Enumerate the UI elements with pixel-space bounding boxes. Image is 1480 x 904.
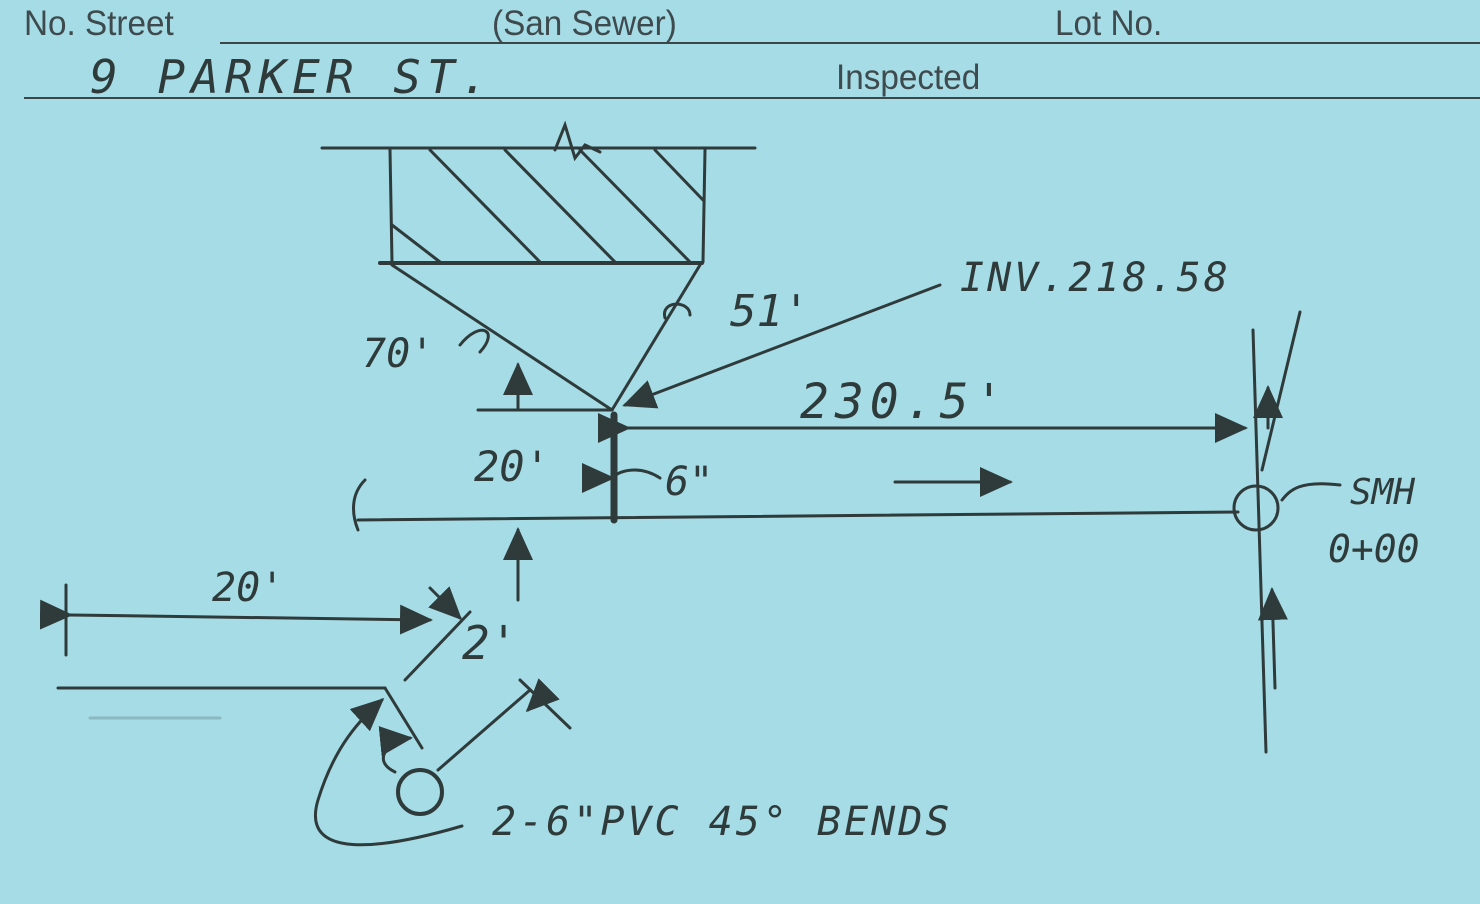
header-rule-bottom (24, 97, 1480, 99)
main-distance-label: 230.5' (800, 374, 1010, 430)
manhole-axis (1251, 328, 1268, 754)
inspected-label: Inspected (836, 58, 981, 97)
header-rule-top (220, 42, 1480, 44)
service-cleanout (396, 768, 444, 816)
manhole-label: SMH (1350, 472, 1416, 513)
invert-leader (622, 283, 942, 409)
card-header: No. Street (San Sewer) Lot No. 9 PARKER … (0, 0, 1480, 110)
main-sewer-line (356, 510, 1240, 522)
offset-small-label: 2' (462, 616, 518, 670)
tie-arc-right (663, 302, 692, 320)
offset-tie-line (390, 263, 614, 412)
lateral-length-label: 51' (730, 286, 810, 337)
offset-left-label: 20' (212, 565, 285, 611)
sewer-type-label: (San Sewer) (492, 4, 677, 43)
lateral-line (610, 263, 702, 412)
house-offset-label: 70' (362, 331, 435, 377)
offset-left-dim (39, 599, 433, 635)
pipe-size-label: 6" (665, 459, 714, 505)
fittings-note: 2-6"PVC 45° BENDS (492, 799, 953, 845)
address-handwritten: 9 PARKER ST. (90, 50, 495, 104)
building-outline (320, 120, 757, 265)
invert-label: INV.218.58 (960, 255, 1231, 301)
manhole-station-label: 0+00 (1328, 527, 1420, 571)
lot-label: Lot No. (1055, 4, 1163, 43)
street-label: No. Street (24, 4, 174, 43)
bends-leader (314, 697, 464, 847)
bend-two (436, 688, 532, 772)
tie-arc-left (458, 328, 490, 354)
depth-offset-label: 20' (474, 442, 550, 491)
manhole-symbol (1232, 484, 1280, 532)
bend-one (383, 686, 424, 750)
